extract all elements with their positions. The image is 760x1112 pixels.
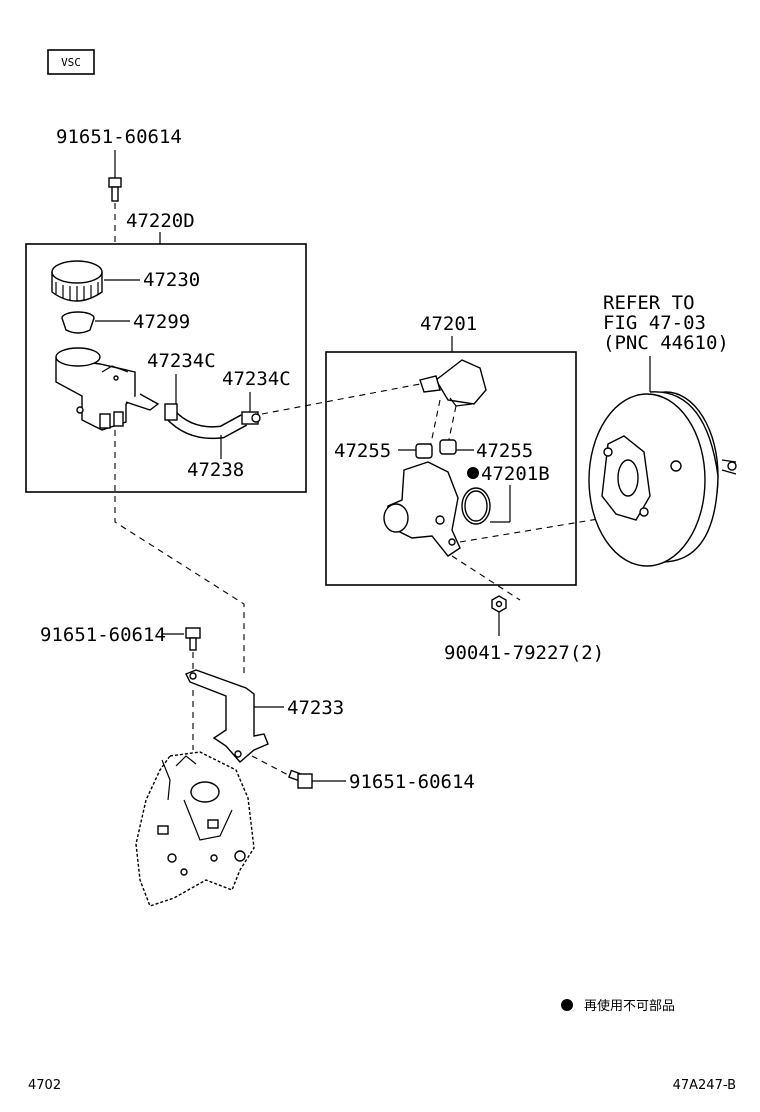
strainer-label: 47299 (133, 311, 190, 333)
legend-marker-icon (561, 999, 573, 1011)
clamp-left-icon (164, 403, 178, 421)
bolt-bracket-icon (185, 627, 201, 651)
strainer-icon (61, 311, 95, 334)
body-panel-icon (135, 751, 255, 907)
vsc-badge-label: VSC (61, 56, 81, 69)
bolt-top-label: 91651-60614 (56, 126, 182, 148)
oring-icon (461, 487, 491, 525)
oring-label: 47201B (481, 463, 550, 485)
master-cylinder-box (325, 351, 577, 586)
vsc-badge: VSC (47, 49, 95, 75)
bolt-bracket-label: 91651-60614 (40, 624, 166, 646)
reservoir-assembly-label: 47220D (126, 210, 195, 232)
seal-right-label: 47255 (476, 440, 533, 462)
booster-ref-line1: REFER TO (603, 292, 695, 314)
reservoir-cap-icon (51, 260, 103, 302)
seal-right-icon (439, 439, 457, 455)
bracket-label: 47233 (287, 697, 344, 719)
booster-ref-line2: FIG 47-03 (603, 312, 706, 334)
clamp-left-label: 47234C (147, 350, 216, 372)
clamp-right-label: 47234C (222, 368, 291, 390)
master-cylinder-label: 47201 (420, 313, 477, 335)
bracket-icon (185, 669, 269, 763)
bolt-lower-icon (288, 769, 313, 789)
bolt-top-icon (108, 177, 122, 202)
booster-ref-line3: (PNC 44610) (603, 332, 729, 354)
figure-code: 47A247-B (673, 1078, 736, 1093)
reservoir-group-box (25, 243, 307, 493)
page-number: 4702 (28, 1078, 61, 1093)
bolt-lower-label: 91651-60614 (349, 771, 475, 793)
non-reusable-marker-icon (467, 467, 479, 479)
reservoir-tank-icon (55, 347, 160, 431)
master-cylinder-body-icon (383, 461, 461, 557)
hose-label: 47238 (187, 459, 244, 481)
seal-left-icon (415, 443, 433, 459)
cap-label: 47230 (143, 269, 200, 291)
seal-left-label: 47255 (334, 440, 391, 462)
legend-text: 再使用不可部品 (584, 998, 675, 1014)
nut-icon (491, 595, 507, 613)
master-cylinder-reservoir-icon (419, 359, 487, 407)
nut-label: 90041-79227(2) (444, 642, 604, 664)
hose-icon (165, 409, 248, 440)
brake-booster-icon (588, 391, 737, 567)
clamp-right-icon (241, 411, 261, 425)
